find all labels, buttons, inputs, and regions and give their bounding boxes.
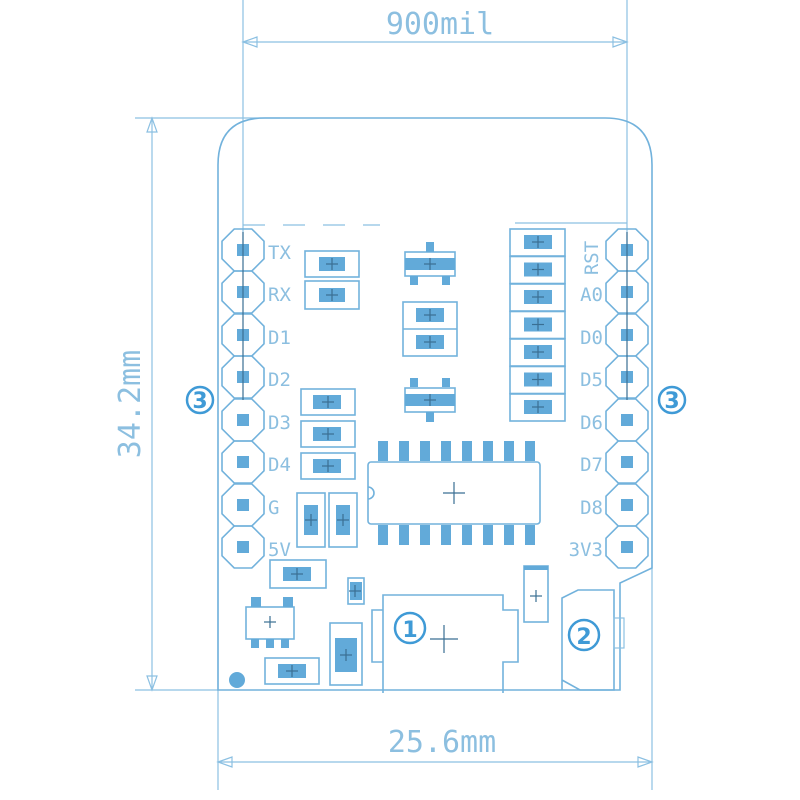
header-pin-left-d2: D2 [221, 355, 291, 399]
pin-label: D0 [580, 327, 603, 349]
ic-pin [378, 525, 388, 545]
svg-text:2: 2 [576, 625, 591, 650]
pin-label: D3 [268, 412, 291, 434]
callout-one: 1 [393, 611, 427, 645]
width-bottom-label: 25.6mm [388, 725, 496, 760]
ic-pin [504, 441, 514, 461]
ic-pin [504, 525, 514, 545]
svg-text:3: 3 [192, 389, 207, 414]
ic-pin [483, 441, 493, 461]
pin-label: D8 [580, 497, 603, 519]
header-pin-right-d6: D6 [580, 398, 649, 442]
header-pin-right-d8: D8 [580, 483, 649, 527]
ic-pin [483, 525, 493, 545]
top-dimension: 900mil [241, 0, 629, 250]
header-pin-right-rst: RST [581, 228, 649, 275]
board-outline [217, 117, 653, 691]
pin-label: 5V [268, 539, 291, 561]
height-left-label: 34.2mm [113, 350, 148, 458]
ic-pin [378, 441, 388, 461]
center-marks [264, 236, 544, 677]
ic-pin [441, 525, 451, 545]
resistor [509, 393, 566, 422]
svg-text:1: 1 [402, 618, 417, 643]
ic-pin [441, 441, 451, 461]
header-pin-left-rx: RX [221, 270, 291, 314]
usb-connector [371, 594, 519, 693]
ic-pin [399, 441, 409, 461]
header-pin-left-tx: TX [221, 228, 291, 272]
pin-label: D1 [268, 327, 291, 349]
header-pin-left-5v: 5V [221, 525, 291, 569]
left-dimension: 34.2mm [113, 116, 280, 692]
header-pin-right-d7: D7 [580, 440, 649, 484]
callout-two: 2 [567, 618, 601, 652]
pin-label: A0 [580, 284, 603, 306]
pin-label: RST [581, 241, 603, 275]
ic-pin [399, 525, 409, 545]
pin-label: RX [268, 284, 291, 306]
pin-label: 3V3 [569, 539, 603, 561]
header-pin-right-d0: D0 [580, 313, 649, 357]
header-pin-right-d5: D5 [580, 355, 649, 399]
pin-label: TX [268, 242, 291, 264]
pin-label: D4 [268, 454, 291, 476]
header-pin-left-g: G [221, 483, 279, 527]
reset-button [561, 589, 615, 691]
callout-three-right: 3 [657, 385, 687, 415]
header-pin-right-3v3: 3V3 [569, 525, 649, 569]
ic-pin [462, 441, 472, 461]
pin-label: D7 [580, 454, 603, 476]
ic-pin [462, 525, 472, 545]
header-pin-left-d1: D1 [221, 313, 291, 357]
pin1-marker-dot [229, 672, 245, 688]
ic-chip [367, 441, 541, 545]
svg-text:3: 3 [664, 389, 679, 414]
header-pin-left-d3: D3 [221, 398, 291, 442]
ic-pin [420, 525, 430, 545]
header-pin-right-a0: A0 [580, 270, 649, 314]
pin-label: D6 [580, 412, 603, 434]
header-pin-left-d4: D4 [221, 440, 291, 484]
pin-label: G [268, 497, 279, 519]
pin-label: D5 [580, 369, 603, 391]
pin-label: D2 [268, 369, 291, 391]
ic-pin [525, 525, 535, 545]
ic-pin [525, 441, 535, 461]
ic-pin [420, 441, 430, 461]
callout-three-left: 3 [185, 385, 215, 415]
width-top-label: 900mil [386, 7, 494, 42]
